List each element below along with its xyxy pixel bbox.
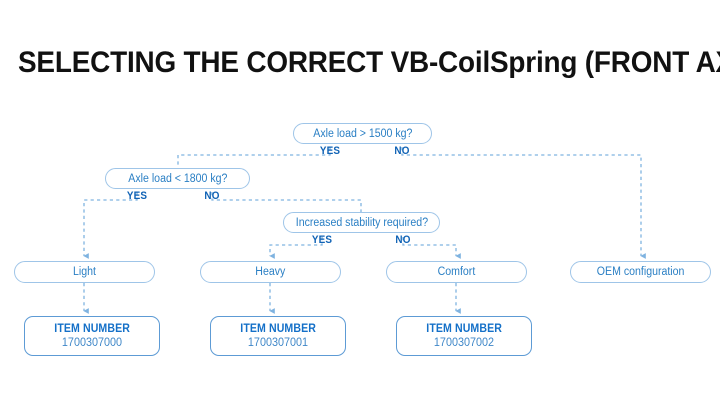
item-number-value-1: 1700307000 bbox=[61, 337, 123, 349]
item-number-value-2: 1700307001 bbox=[247, 337, 309, 349]
result-light[interactable]: Light bbox=[14, 261, 155, 283]
item-number-heading-2: ITEM NUMBER bbox=[240, 323, 316, 335]
item-number-value-3: 1700307002 bbox=[433, 337, 495, 349]
decision-axle-load-1500[interactable]: Axle load > 1500 kg? bbox=[293, 123, 432, 144]
result-heavy-label: Heavy bbox=[255, 266, 286, 278]
wire-d1-yes bbox=[177, 147, 331, 167]
result-light-label: Light bbox=[73, 266, 96, 278]
result-oem-configuration[interactable]: OEM configuration bbox=[570, 261, 711, 283]
item-number-heading-3: ITEM NUMBER bbox=[426, 323, 502, 335]
wire-d2-yes bbox=[83, 192, 138, 259]
result-heavy[interactable]: Heavy bbox=[200, 261, 341, 283]
result-comfort-label: Comfort bbox=[437, 266, 476, 278]
item-number-card-1[interactable]: ITEM NUMBER 1700307000 bbox=[24, 316, 160, 356]
branch-d3-no: NO bbox=[395, 234, 411, 246]
item-number-heading-1: ITEM NUMBER bbox=[54, 323, 130, 335]
decision-axle-load-1500-label: Axle load > 1500 kg? bbox=[312, 127, 413, 140]
page-title: SELECTING THE CORRECT VB-CoilSpring (FRO… bbox=[18, 46, 720, 79]
wire-d3-yes bbox=[269, 237, 323, 259]
result-comfort[interactable]: Comfort bbox=[386, 261, 527, 283]
result-oem-configuration-label: OEM configuration bbox=[596, 266, 685, 278]
wire-d2-no bbox=[211, 192, 362, 212]
item-number-card-3[interactable]: ITEM NUMBER 1700307002 bbox=[396, 316, 532, 356]
decision-axle-load-1800-label: Axle load < 1800 kg? bbox=[127, 172, 228, 185]
wire-d1-no bbox=[401, 147, 646, 259]
branch-d3-yes: YES bbox=[311, 234, 333, 246]
decision-increased-stability[interactable]: Increased stability required? bbox=[283, 212, 440, 233]
decision-axle-load-1800[interactable]: Axle load < 1800 kg? bbox=[105, 168, 250, 189]
item-number-card-2[interactable]: ITEM NUMBER 1700307001 bbox=[210, 316, 346, 356]
branch-d2-no: NO bbox=[204, 190, 220, 202]
branch-d1-no: NO bbox=[394, 145, 410, 157]
wire-d3-no bbox=[402, 237, 461, 259]
decision-increased-stability-label: Increased stability required? bbox=[295, 216, 428, 229]
branch-d1-yes: YES bbox=[319, 145, 341, 157]
branch-d2-yes: YES bbox=[126, 190, 148, 202]
